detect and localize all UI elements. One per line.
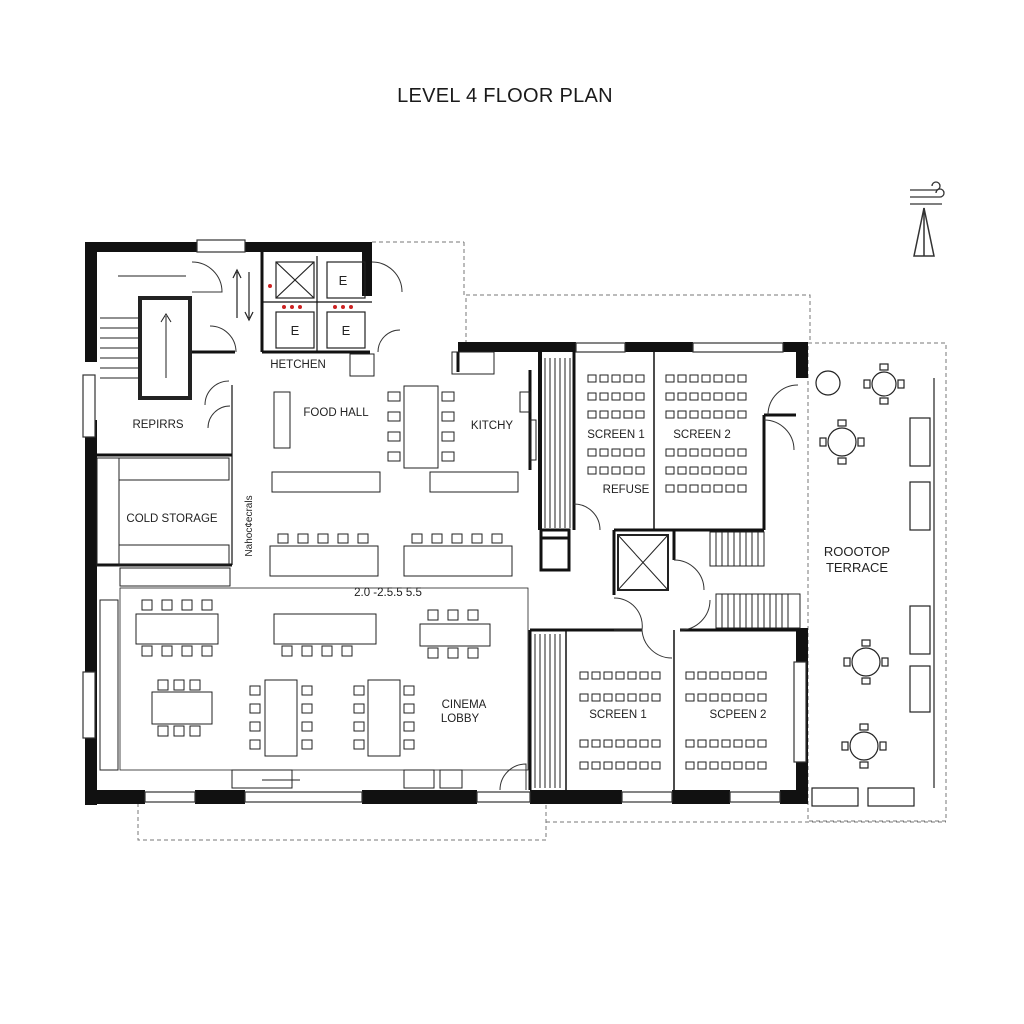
room-label-kitchy: KITCHY: [471, 420, 514, 432]
windows: [82, 239, 807, 803]
doors: [191, 261, 799, 791]
room-label-cinema: CINEMA: [442, 699, 487, 711]
room-label-screen2-lower: SCPEEN 2: [710, 709, 767, 721]
food-hall-furniture: [119, 385, 529, 789]
room-label-refuse: REFUSE: [603, 484, 650, 496]
seating-screen2-lower: [685, 671, 767, 770]
lift-label-1: E: [339, 273, 348, 288]
central-lift: [617, 534, 669, 591]
room-label-rooftop: ROOOTOP: [824, 544, 890, 559]
lift-label-3: E: [342, 323, 351, 338]
room-label-repairs: REPIRRS: [132, 419, 183, 431]
room-label-cold-storage: COLD STORAGE: [126, 513, 217, 525]
room-label-terrace: TERRACE: [826, 560, 888, 575]
exterior-walls: [85, 242, 808, 805]
room-label-screen1-upper: SCREEN 1: [587, 429, 645, 441]
seating-screen1-upper: [587, 374, 645, 475]
kitchen-cabinets: [96, 351, 537, 771]
plan-title: LEVEL 4 FLOOR PLAN: [397, 85, 613, 107]
north-arrow-icon: [913, 207, 935, 257]
terrace-furniture: [811, 363, 935, 807]
seating-screen2-upper: [665, 374, 747, 493]
projection-walls: [534, 358, 571, 788]
lift-block: [232, 261, 366, 349]
room-label-screen1-lower: SCREEN 1: [589, 709, 647, 721]
dimension-label: 2.0 -2.5.5 5.5: [354, 587, 422, 599]
seating-screen1-lower: [579, 671, 661, 770]
vertical-side-note: Nahoc¢ecrals: [244, 495, 255, 556]
room-label-lobby: LOBBY: [441, 713, 480, 725]
lift-label-2: E: [291, 323, 300, 338]
stairs-center: [709, 531, 801, 629]
room-label-screen2-upper: SCREEN 2: [673, 429, 731, 441]
room-label-kitchen-top: HETCHEN: [270, 359, 326, 371]
wind-icon: [910, 181, 945, 205]
stair-left: [100, 275, 192, 400]
room-label-food-hall: FOOD HALL: [303, 407, 369, 419]
